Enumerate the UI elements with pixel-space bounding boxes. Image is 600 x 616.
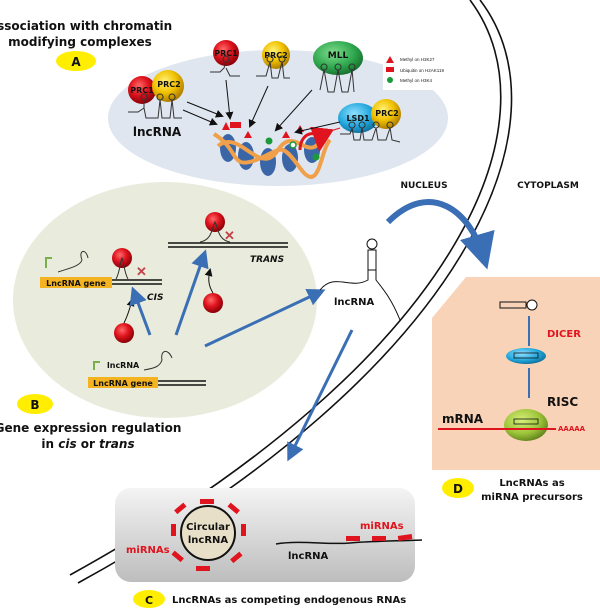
panel-c-lncrna-label: lncRNA [288,551,329,562]
svg-text:Circular: Circular [186,522,230,533]
mrna-label: mRNA [442,412,484,426]
svg-text:✕: ✕ [224,228,235,243]
chromatin [212,122,334,179]
panel-c-background [115,488,415,582]
risc-label: RISC [547,395,578,409]
panel-d-badge-label: D [453,482,463,496]
lncrna-gene-box-top [40,277,112,288]
rectangle-icon [386,67,394,72]
panel-b-title-line1: Gene expression regulation [0,421,181,435]
svg-text:PRC2: PRC2 [157,80,180,89]
svg-text:LncRNA gene: LncRNA gene [93,379,153,388]
panel-c-badge [133,590,165,608]
svg-text:LSD1: LSD1 [346,114,370,123]
lsd1-prc2-complex: LSD1 PRC2 [338,99,401,143]
panel-d-caption-line2: miRNA precursors [481,492,583,503]
panel-b-gene-bottom: lncRNA LncRNA gene [88,351,206,388]
svg-text:lncRNA: lncRNA [107,361,140,370]
svg-text:TRANS: TRANS [250,255,284,265]
legend-item-methyl-h3k27: Methyl on H3K27 [386,56,435,63]
svg-text:PRC2: PRC2 [375,109,398,118]
mirnas-left-label: miRNAs [126,545,170,556]
panel-a-arrows [182,79,341,137]
legend-item-ubiquitin-h2ak119: Ubiquitin on H2AK119 [386,67,444,73]
panel-d-background [432,277,600,470]
panel-b-trans: ✕ TRANS [168,212,288,313]
svg-text:CIS: CIS [147,293,163,303]
legend-item-methyl-h3k4: Methyl on H3K4 [387,77,433,83]
svg-text:Methyl on H3K4: Methyl on H3K4 [400,78,433,83]
mll-complex: MLL [313,41,363,93]
panel-b-cis: LncRNA gene ✕ CIS [40,248,163,343]
triangle-icon [386,56,394,63]
legend: Methyl on H3K27 Ubiquitin on H2AK119 Met… [383,50,455,90]
svg-text:PRC1: PRC1 [214,49,238,58]
linear-lncrna [275,534,423,545]
cytoplasm-label: CYTOPLASM [517,181,579,191]
panel-a-background [108,50,448,186]
svg-text:lncRNA: lncRNA [188,535,229,546]
prc1-complex: PRC1 [210,40,240,77]
svg-text:PRC2: PRC2 [264,51,287,60]
panel-a-title-line2: modifying complexes [8,35,152,49]
panel-b-title-line2: in cis or trans [41,437,134,451]
mirnas-right-label: miRNAs [360,521,404,532]
dicer-label: DICER [547,329,581,340]
svg-text:LncRNA gene: LncRNA gene [46,279,106,288]
panel-b-background [13,182,317,418]
panel-d-caption-line1: LncRNAs as [499,478,564,489]
nucleus-label: NUCLEUS [400,181,447,191]
panel-d-content [438,299,556,441]
svg-text:Methyl on H3K27: Methyl on H3K27 [400,57,435,62]
panel-a-badge [56,51,96,71]
panel-d-badge [442,478,474,498]
svg-text:PRC1: PRC1 [130,86,154,95]
prc2-complex: PRC2 [256,41,290,79]
panel-a-title-line1: Association with chromatin [0,19,172,33]
center-lncrna [319,238,401,321]
blue-arrows [129,199,495,462]
panel-a-lncrna-label: lncRNA [133,125,182,139]
circle-icon [387,77,393,83]
panel-b-badge-label: B [30,398,39,412]
panel-a-badge-label: A [71,55,81,69]
svg-text:✕: ✕ [136,264,147,279]
panel-c-caption: LncRNAs as competing endogenous RNAs [172,595,406,606]
panel-c-badge-label: C [145,594,153,607]
prc1-prc2-complex: PRC1 PRC2 [128,70,184,119]
panel-b-badge [17,394,53,414]
center-lncrna-label: lncRNA [334,297,375,308]
circular-lncrna: Circular lncRNA [171,499,246,571]
svg-text:MLL: MLL [328,51,349,61]
polya-label: AAAAA [558,425,586,433]
svg-text:Ubiquitin on H2AK119: Ubiquitin on H2AK119 [400,68,444,73]
